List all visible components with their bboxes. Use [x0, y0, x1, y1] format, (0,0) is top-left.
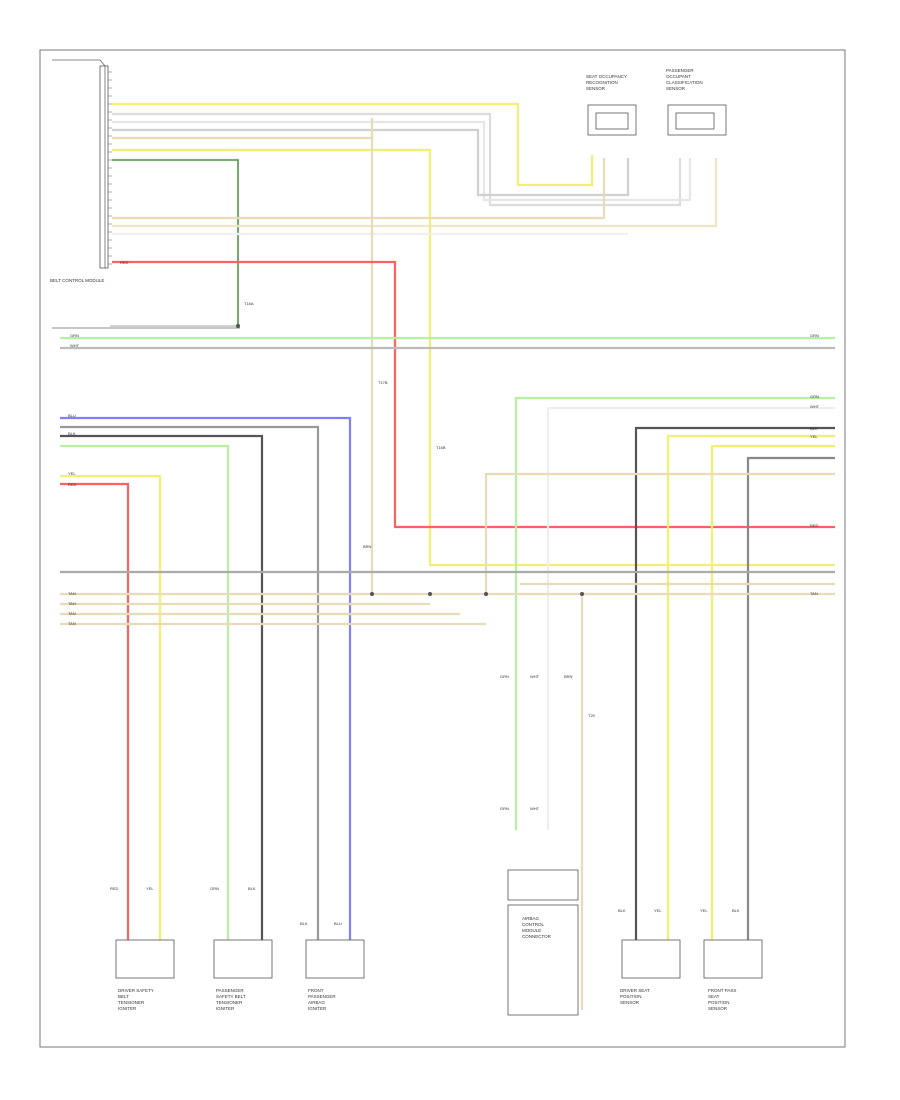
label-wht-2: WHT [530, 674, 540, 679]
diagram-frame [39, 49, 846, 1048]
label-yel-2: YEL [810, 434, 818, 439]
label-blu-2: BLU [334, 921, 342, 926]
wire-yellow-right-2 [710, 444, 835, 940]
wire-gray-1 [112, 112, 682, 207]
wire-yellow-long [112, 148, 835, 567]
splice-dot [370, 592, 374, 596]
wire-tan-2 [112, 158, 606, 220]
label-tan-1: TAN [68, 591, 76, 596]
wire-gray-2 [112, 120, 692, 202]
splice-points [236, 324, 584, 596]
center-conn-label: T20 [588, 713, 596, 718]
label-red-4: RED [110, 886, 119, 891]
mid-label-brn: BRN [363, 544, 372, 549]
label-tan-5: TAN [810, 591, 818, 596]
label-blk-3: BLK [248, 886, 256, 891]
splice-dot [484, 592, 488, 596]
splice-dot [236, 324, 240, 328]
label-gry-1: WHT [70, 343, 80, 348]
pin-label-t17b: T17B [378, 380, 388, 385]
label-blk-6: BLK [732, 908, 740, 913]
splice-dot [580, 592, 584, 596]
label-wht-3: WHT [530, 806, 540, 811]
splice-dot [428, 592, 432, 596]
label-blk-1: BLK [68, 431, 76, 436]
wire-tan-right [484, 472, 835, 594]
wire-green-drop [514, 396, 835, 830]
label-grn-5: GRN [500, 806, 509, 811]
label-red-1: RED [120, 260, 129, 265]
label-yel-1: YEL [68, 471, 76, 476]
wire-yellow-left [60, 474, 162, 940]
label-grn-3: GRN [810, 394, 819, 399]
wire-red-left [60, 482, 130, 940]
label-yel-3: YEL [146, 886, 154, 891]
wire-white-drop [546, 406, 835, 830]
label-yel-5: YEL [700, 908, 708, 913]
label-grn-2: GRN [810, 333, 819, 338]
label-grn-1: GRN [70, 333, 79, 338]
label-yel-4: YEL [654, 908, 662, 913]
label-blk-5: BLK [618, 908, 626, 913]
wire-gray-3 [112, 128, 630, 197]
top-module-label: BELT CONTROL MODULE [50, 278, 104, 283]
wire-gray-right [746, 456, 835, 940]
label-red-2: RED [68, 482, 77, 487]
label-blk-4: BLK [300, 921, 308, 926]
top-left-module: BELT CONTROL MODULE [50, 59, 240, 329]
label-red-3: RED [810, 523, 819, 528]
wire-yellow-top [112, 102, 594, 187]
wire-gray-left [60, 425, 320, 940]
wire-black-right [634, 426, 835, 940]
label-blu-1: BLU [68, 413, 76, 418]
label-brn-1: BRN [564, 674, 573, 679]
wire-yellow-right-1 [666, 434, 835, 940]
pin-label-t16b: T16B [436, 445, 446, 450]
label-tan-2: TAN [68, 601, 76, 606]
label-tan-4: TAN [68, 621, 76, 626]
wire-green-left [60, 444, 230, 940]
wire-red-main [112, 260, 835, 529]
label-blk-2: BLK [810, 426, 818, 431]
wire-green-short [112, 158, 240, 326]
label-wht-1: WHT [810, 404, 820, 409]
wire-tan-3 [112, 158, 718, 228]
wire-blue [60, 416, 352, 940]
label-tan-3: TAN [68, 611, 76, 616]
label-grn-6: GRN [210, 886, 219, 891]
module-pins [108, 71, 112, 265]
wire-black-left [60, 434, 264, 940]
label-grn-4: GRN [500, 674, 509, 679]
pin-label-t16a: T16A [244, 301, 254, 306]
